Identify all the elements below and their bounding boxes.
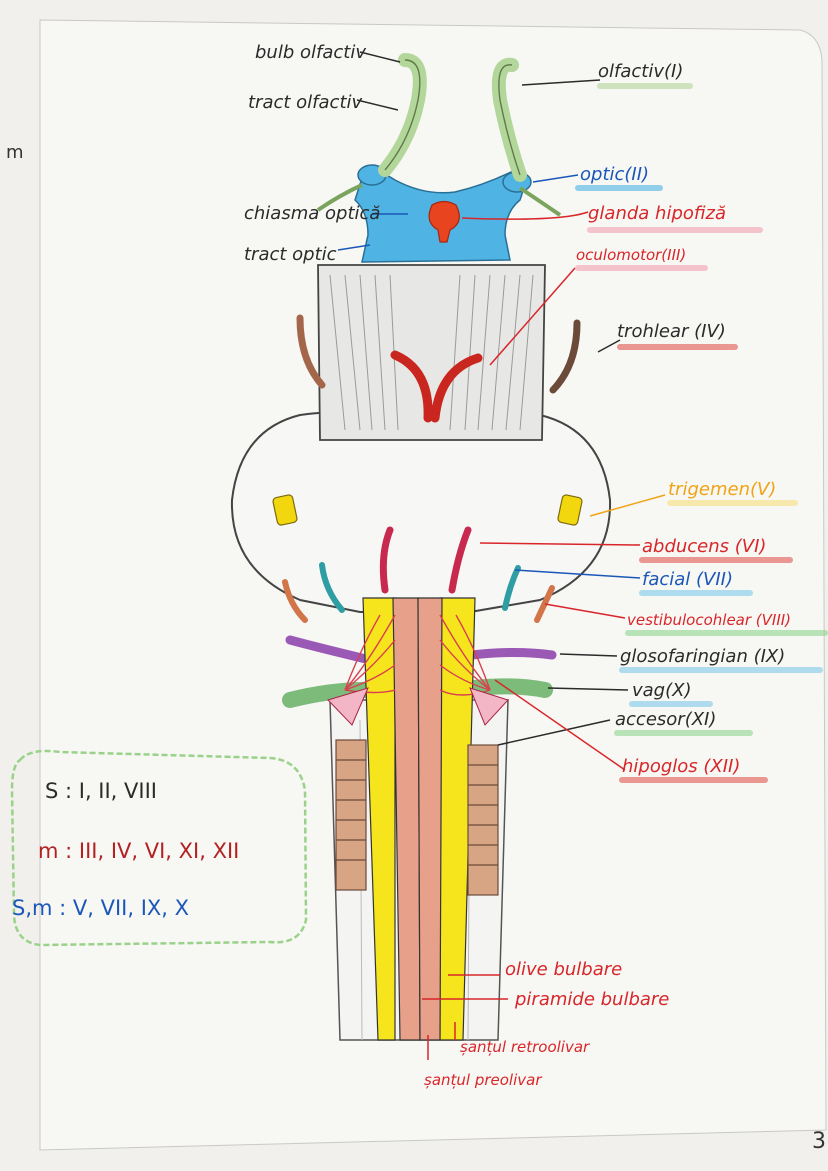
legend-sensory: S : I, II, VIII	[45, 779, 157, 803]
margin-letter: m	[6, 142, 24, 163]
label-santul-preolivar: șanțul preolivar	[424, 1071, 542, 1089]
hypoglossal-trunk-right	[469, 687, 509, 726]
legend-motor: m : III, IV, VI, XI, XII	[38, 839, 239, 863]
label-piramide-bulbare: piramide bulbare	[514, 989, 669, 1010]
leader-lines	[337, 51, 666, 1060]
facial-nerves	[319, 562, 521, 613]
label-tract-olfactiv: tract olfactiv	[248, 92, 363, 113]
pyramid-right	[417, 597, 443, 1041]
label-vestibulocohlear: vestibulocohlear (VIII)	[627, 611, 791, 629]
label-oculomotor: oculomotor(III)	[576, 246, 686, 264]
trigeminal-nerve-right	[557, 494, 583, 526]
label-olfactiv: olfactiv(I)	[598, 61, 683, 82]
hypoglossal-trunk-left	[327, 687, 369, 726]
accessory-nerve-left	[335, 739, 367, 891]
label-glanda-hipofiza: glanda hipofiză	[588, 203, 726, 224]
vestibulocochlear-nerves	[282, 579, 555, 623]
olive-left	[362, 597, 396, 1041]
label-abducens: abducens (VI)	[642, 536, 766, 557]
label-highlights	[575, 83, 828, 783]
label-olive-bulbare: olive bulbare	[505, 959, 622, 980]
optic-tracts	[316, 183, 562, 217]
abducens-nerves	[379, 526, 472, 594]
label-accesor: accesor(XI)	[615, 709, 716, 730]
hypoglossal-rootlets	[344, 614, 491, 696]
label-glosofaringian: glosofaringian (IX)	[620, 646, 785, 667]
label-hipoglos: hipoglos (XII)	[622, 756, 740, 777]
label-bulb-olfactiv: bulb olfactiv	[255, 42, 366, 63]
label-trigemen: trigemen(V)	[668, 479, 776, 500]
label-vag: vag(X)	[632, 680, 691, 701]
label-santul-retroolivar: șanțul retroolivar	[460, 1038, 590, 1056]
label-chiasma-optica: chiasma optică	[244, 203, 380, 224]
label-tract-optic: tract optic	[244, 244, 337, 265]
hypophysis	[428, 200, 460, 243]
trochlear-nerve-right	[549, 319, 581, 394]
label-facial: facial (VII)	[642, 569, 733, 590]
accessory-nerve-right	[467, 744, 499, 896]
page-number: 3	[812, 1129, 826, 1154]
olfactory-tract-left-outline	[384, 59, 421, 171]
label-trohlear: trohlear (IV)	[617, 321, 726, 342]
glossopharyngeal-nerves	[285, 635, 557, 665]
trochlear-nerve-left	[296, 314, 326, 389]
oculomotor-nerves	[390, 350, 483, 423]
label-optic: optic(II)	[580, 164, 649, 185]
trigeminal-nerve-left	[272, 494, 298, 526]
legend-mixed: S,m : V, VII, IX, X	[12, 896, 189, 920]
olfactory-tract-right-outline	[498, 64, 521, 176]
